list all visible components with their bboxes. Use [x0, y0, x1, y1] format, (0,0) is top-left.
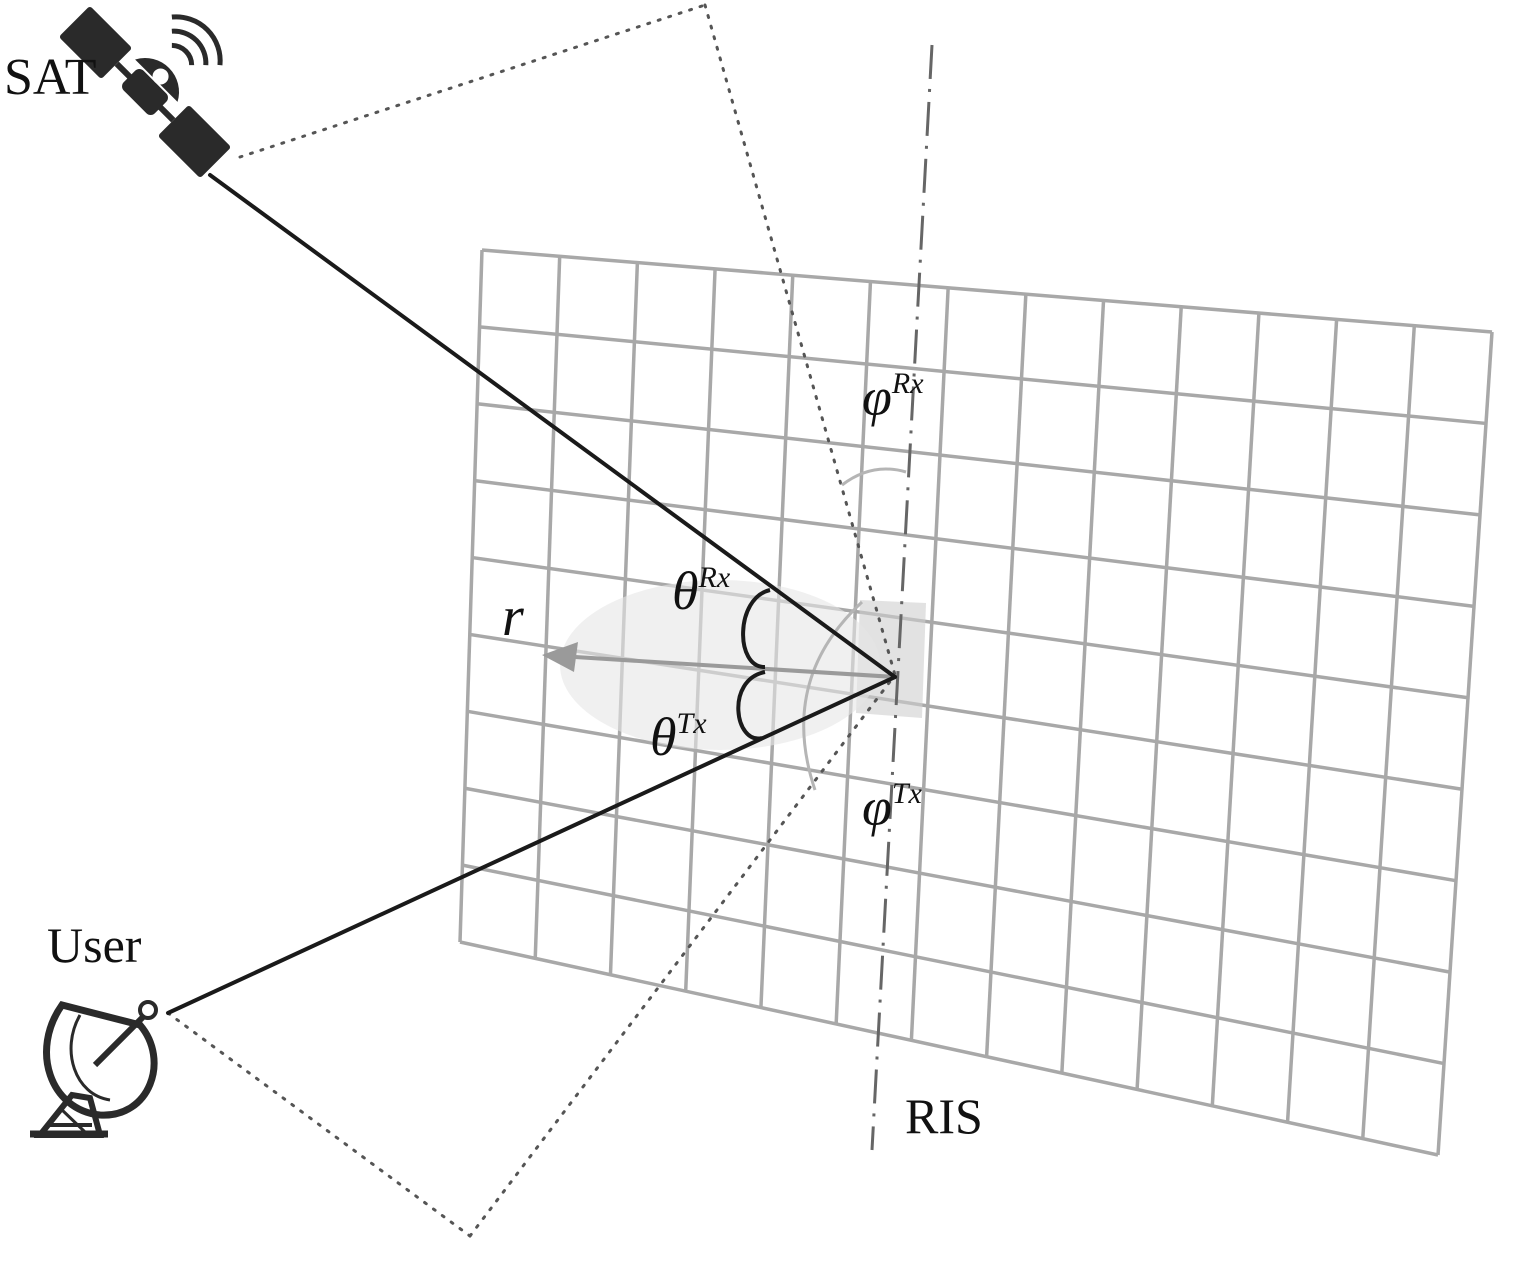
- phi-rx-symbol: φ: [862, 367, 892, 427]
- satellite-icon: [59, 6, 231, 178]
- incident-ray-sat: [208, 173, 897, 679]
- grid-row-line: [459, 940, 1439, 1157]
- beam-cones: [166, 3, 897, 1238]
- arrowhead-icon: [542, 642, 578, 672]
- user-cone-edge: [468, 673, 897, 1238]
- grid-column-line: [1210, 312, 1261, 1106]
- phi-rx-arc: [841, 467, 907, 487]
- grid-row-line: [462, 863, 1445, 1066]
- sat-cone-top: [238, 3, 707, 159]
- grid-column-line: [458, 249, 484, 943]
- phi-tx-superscript: Tx: [892, 777, 923, 810]
- angle-arcs: [802, 467, 907, 791]
- reflection-vector: [542, 642, 896, 679]
- grid-row-line: [464, 786, 1451, 974]
- user-cone-bottom: [166, 1011, 472, 1238]
- theta-rx-label: θRx: [672, 561, 731, 621]
- ris-panel-grid: [458, 248, 1494, 1157]
- rays: [166, 173, 897, 1015]
- reflected-ray-user: [166, 675, 897, 1015]
- grid-column-line: [1060, 300, 1106, 1074]
- grid-row-line: [481, 248, 1493, 334]
- grid-row-line: [476, 402, 1481, 517]
- grid-row-line: [479, 325, 1487, 426]
- grid-row-line: [474, 478, 1475, 609]
- grid-column-line: [533, 256, 562, 959]
- theta-arcs: [736, 588, 771, 741]
- reflection-vector-label: r: [502, 586, 524, 648]
- phi-rx-superscript: Rx: [891, 367, 924, 400]
- theta-rx-superscript: Rx: [698, 561, 731, 594]
- theta-tx-arc: [736, 670, 766, 741]
- phi-tx-arc: [802, 600, 864, 791]
- grid-column-line: [1285, 319, 1339, 1123]
- theta-rx-symbol: θ: [672, 561, 699, 621]
- user-label: User: [47, 917, 142, 973]
- grid-column-line: [909, 287, 950, 1041]
- phi-tx-label: φTx: [862, 777, 923, 837]
- grid-row-line: [471, 555, 1469, 700]
- grid-column-line: [1436, 331, 1494, 1156]
- theta-tx-symbol: θ: [650, 707, 677, 767]
- grid-column-line: [1135, 306, 1183, 1090]
- phi-rx-label: φRx: [862, 367, 924, 427]
- phi-tx-symbol: φ: [862, 777, 892, 837]
- grid-column-line: [984, 294, 1028, 1057]
- grid-column-line: [1361, 325, 1417, 1139]
- satellite-dish-icon: [30, 1000, 158, 1138]
- sat-label: SAT: [4, 49, 96, 106]
- theta-rx-arc: [741, 588, 771, 670]
- theta-tx-superscript: Tx: [677, 707, 708, 740]
- theta-tx-label: θTx: [650, 707, 707, 767]
- ris-label: RIS: [905, 1088, 983, 1144]
- ris-normal-axis: [870, 44, 934, 1151]
- grid-row-line: [467, 709, 1457, 883]
